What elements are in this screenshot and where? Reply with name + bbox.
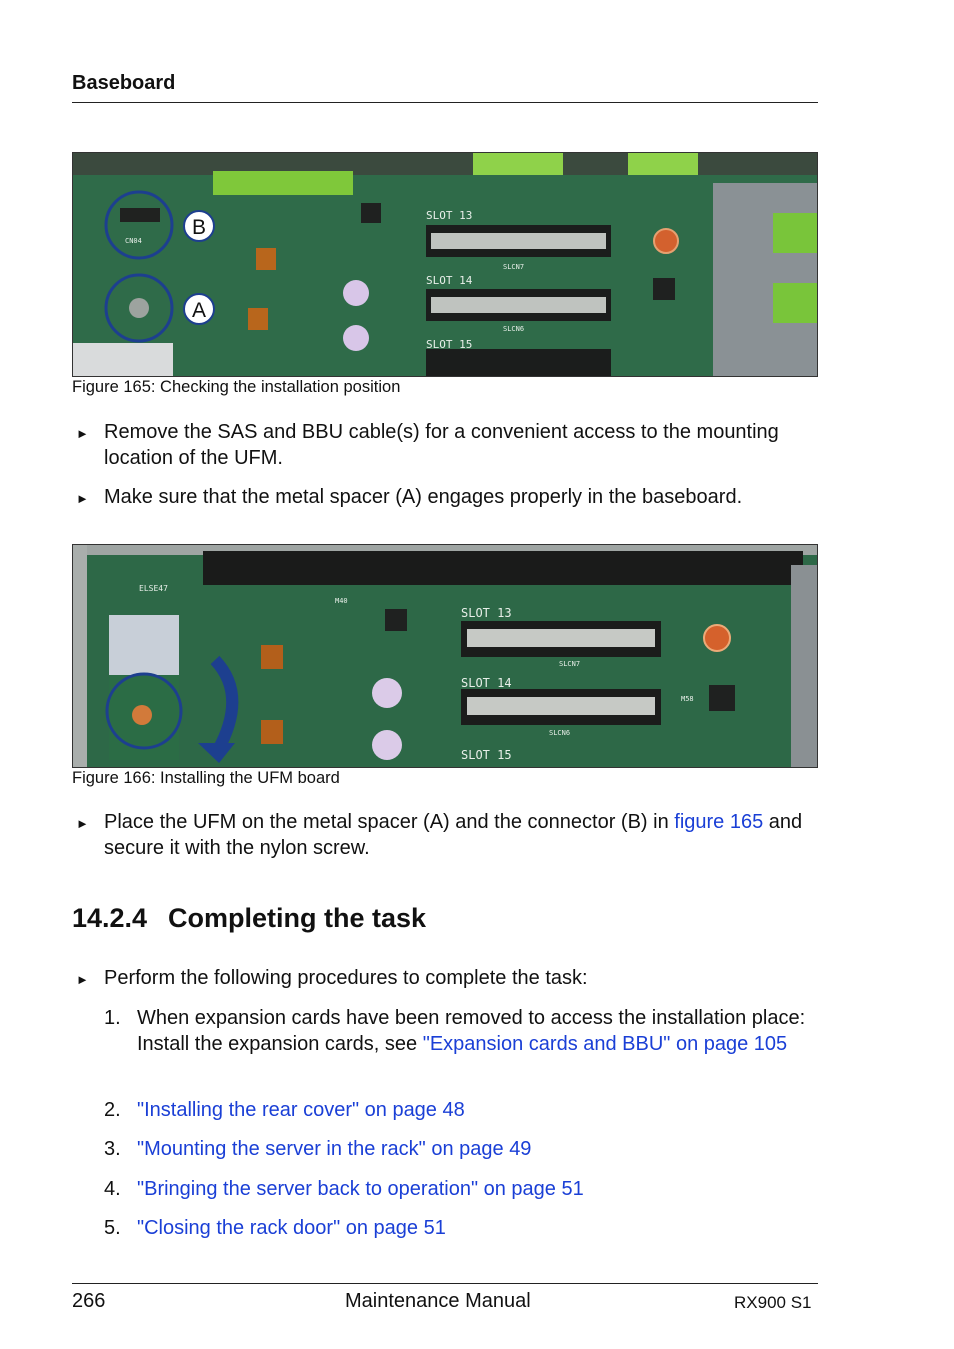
callout-a-marker: A — [183, 293, 215, 325]
silk-label: SLOT 14 — [461, 676, 512, 690]
section-heading: 14.2.4 Completing the task — [72, 903, 426, 934]
step-text: and secure it with the nylon screw. — [104, 811, 803, 859]
bullet-arrow-icon: ► — [76, 426, 89, 441]
bullet-arrow-icon: ► — [76, 972, 89, 987]
rear-cover-link[interactable]: "Installing the rear cover" on page 48 — [137, 1099, 465, 1121]
header-rule — [72, 102, 818, 103]
list-number: 4. — [104, 1178, 121, 1200]
rack-door-link[interactable]: "Closing the rack door" on page 51 — [137, 1217, 446, 1239]
list-item: "Installing the rear cover" on page 48 — [137, 1097, 817, 1123]
list-item: "Bringing the server back to operation" … — [137, 1176, 817, 1202]
callout-a-label: A — [192, 299, 206, 322]
silk-label: CN04 — [125, 237, 142, 245]
step-place-ufm: Place the UFM on the metal spacer (A) an… — [104, 809, 820, 861]
silk-label: SLCN7 — [559, 660, 580, 668]
footer-rule — [72, 1283, 818, 1284]
callout-b-label: B — [192, 216, 206, 239]
silk-label: SLOT 15 — [426, 338, 472, 351]
figure-166-photo: SLOT 13 SLOT 14 SLOT 15 ELSE47 M40 SLCN7… — [72, 544, 818, 768]
step-text: Place the UFM on the metal spacer (A) an… — [104, 811, 675, 833]
list-item: When expansion cards have been removed t… — [137, 1005, 817, 1057]
step-complete-task: Perform the following procedures to comp… — [104, 967, 588, 989]
list-item: "Mounting the server in the rack" on pag… — [137, 1136, 817, 1162]
bullet-arrow-icon: ► — [76, 491, 89, 506]
product-model: RX900 S1 — [734, 1293, 812, 1312]
list-number: 1. — [104, 1007, 121, 1029]
manual-title: Maintenance Manual — [345, 1290, 531, 1312]
silk-label: SLOT 14 — [426, 274, 473, 287]
step-check-spacer: Make sure that the metal spacer (A) enga… — [104, 486, 743, 508]
figure-166-caption: Figure 166: Installing the UFM board — [72, 769, 340, 787]
step-remove-cables: Remove the SAS and BBU cable(s) for a co… — [104, 421, 779, 469]
page-number: 266 — [72, 1290, 106, 1312]
silk-label: SLCN6 — [503, 325, 524, 333]
figure-165-photo: SLOT 13 SLOT 14 SLOT 15 CN04 SLCN7 SLCN6… — [72, 152, 818, 377]
silk-label: SLOT 13 — [461, 606, 512, 620]
list-number: 3. — [104, 1138, 121, 1160]
silk-label: M40 — [335, 597, 348, 605]
silk-label: ELSE47 — [139, 584, 168, 593]
callout-b-marker: B — [183, 210, 215, 242]
bullet-arrow-icon: ► — [76, 816, 89, 831]
silk-label: SLCN6 — [549, 729, 570, 737]
silk-label: SLOT 13 — [426, 209, 472, 222]
expansion-cards-link[interactable]: "Expansion cards and BBU" on page 105 — [422, 1033, 788, 1055]
list-item: "Closing the rack door" on page 51 — [137, 1215, 817, 1241]
figure-165-caption: Figure 165: Checking the installation po… — [72, 378, 401, 396]
section-number: 14.2.4 — [72, 903, 148, 933]
silk-label: SLOT 15 — [461, 748, 512, 762]
list-number: 2. — [104, 1099, 121, 1121]
section-title: Completing the task — [168, 903, 427, 933]
silk-label: SLCN7 — [503, 263, 524, 271]
mounting-server-link[interactable]: "Mounting the server in the rack" on pag… — [137, 1138, 532, 1160]
figure-165-link[interactable]: figure 165 — [674, 811, 764, 833]
list-number: 5. — [104, 1217, 121, 1239]
silk-label: M58 — [681, 695, 694, 703]
list-item-text: When expansion cards have been removed t… — [137, 1007, 806, 1055]
back-to-operation-link[interactable]: "Bringing the server back to operation" … — [137, 1178, 584, 1200]
running-header: Baseboard — [72, 72, 176, 94]
